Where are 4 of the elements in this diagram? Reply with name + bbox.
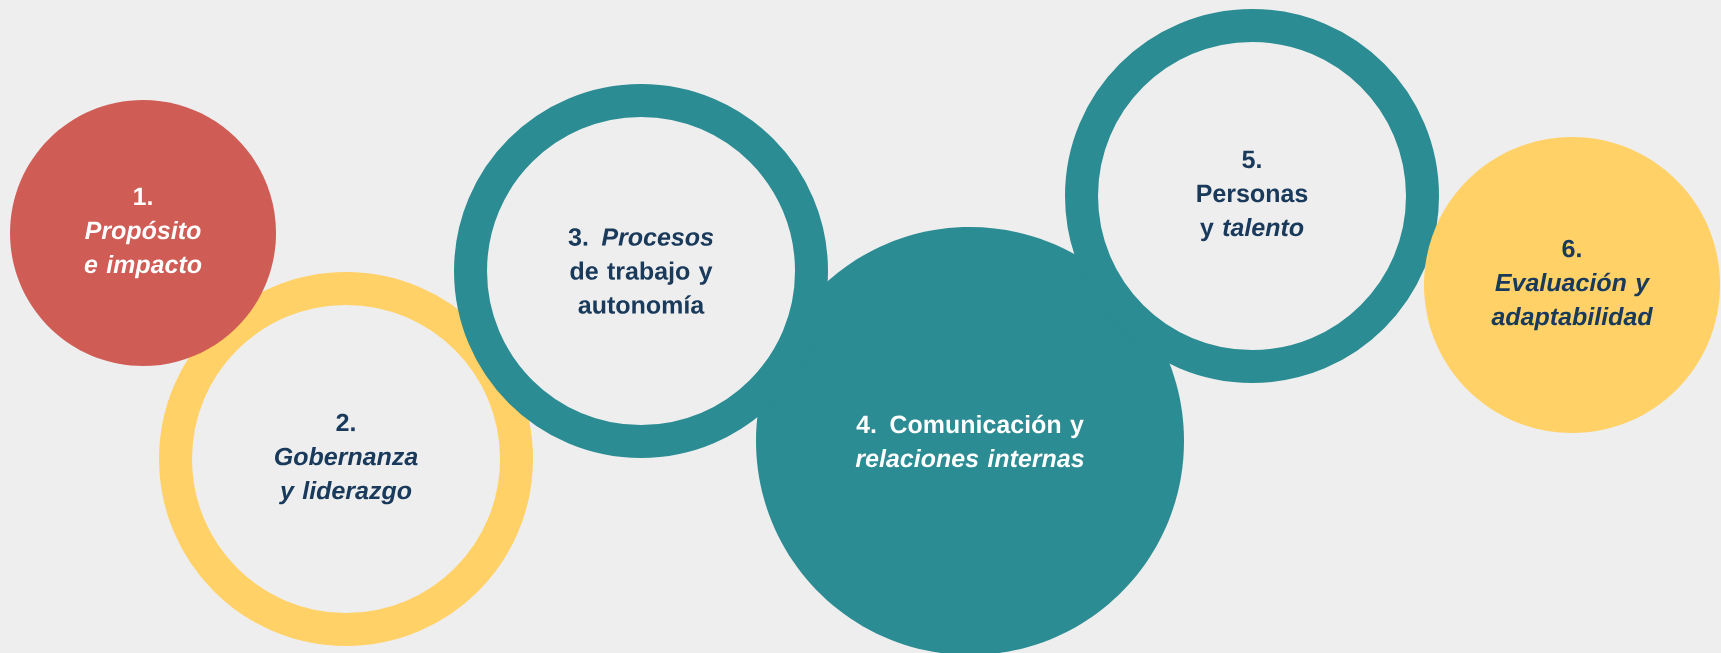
circle-node: 5. Personas y talento (1065, 9, 1439, 383)
circle-node: 3. Procesos de trabajo y autonomía (454, 84, 828, 458)
circle-node: 6. Evaluación y adaptabilidad (1424, 137, 1720, 433)
circle-node: 1. Propósito e impacto (10, 100, 276, 366)
